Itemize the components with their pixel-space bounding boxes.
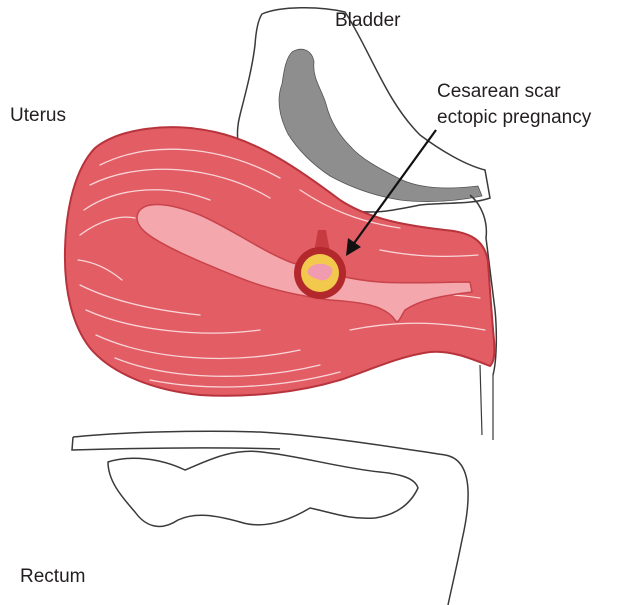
uterus-label: Uterus	[10, 103, 66, 128]
cesarean-scar-label-line1: Cesarean scar	[437, 79, 591, 105]
rectum-label: Rectum	[20, 564, 85, 589]
vaginal-wall	[480, 365, 493, 440]
bladder-label: Bladder	[335, 8, 401, 33]
rectum	[72, 431, 468, 605]
cesarean-scar-label: Cesarean scar ectopic pregnancy	[437, 79, 591, 131]
rectum-lumen	[108, 451, 418, 526]
rectum-outer-left	[72, 437, 280, 450]
cesarean-scar-label-line2: ectopic pregnancy	[437, 105, 591, 131]
